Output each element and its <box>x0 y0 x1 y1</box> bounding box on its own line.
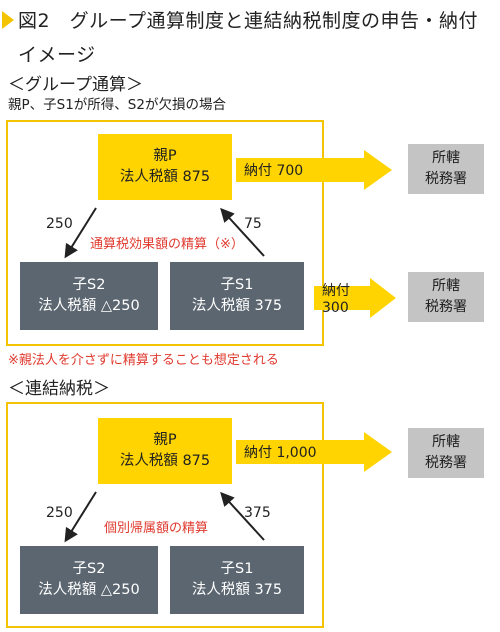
consolidated-settlement-label: 個別帰属額の精算 <box>104 521 209 536</box>
consolidated-arrow-to-s2-label: 250 <box>46 505 73 521</box>
group-child-s1-box: 子S1 法人税額 375 <box>170 262 304 330</box>
triangle-marker-icon <box>2 11 14 29</box>
group-arrow-from-s1-label: 75 <box>244 216 262 232</box>
group-settlement-label: 通算税効果額の精算（※） <box>90 237 244 252</box>
group-arrow-to-s2 <box>64 207 97 259</box>
consolidated-child-s2-tax: 法人税額 △250 <box>38 582 140 598</box>
consolidated-arrow-to-s2 <box>64 491 97 543</box>
arrow-head-icon <box>364 432 392 472</box>
group-pay-parent-label: 納付 700 <box>236 158 364 182</box>
group-child-s2-box: 子S2 法人税額 △250 <box>20 262 158 330</box>
arrow-head-icon <box>370 278 396 318</box>
group-arrow-from-s1 <box>220 207 265 257</box>
group-parent-box: 親P 法人税額 875 <box>98 134 232 200</box>
consolidated-arrow-from-s1-label: 375 <box>244 505 271 521</box>
figure-number: 図2 <box>18 10 51 32</box>
consolidated-parent-name: 親P <box>153 432 177 448</box>
consolidated-arrow-from-s1 <box>220 491 265 541</box>
group-section-heading: ＜グループ通算＞ <box>8 75 143 95</box>
group-arrow-to-s2-label: 250 <box>46 216 73 232</box>
office-line1: 所轄 <box>432 434 460 450</box>
consolidated-parent-tax: 法人税額 875 <box>119 453 211 469</box>
consolidated-child-s2-box: 子S2 法人税額 △250 <box>20 546 158 614</box>
group-parent-tax: 法人税額 875 <box>119 169 211 185</box>
group-tax-office-2: 所轄 税務署 <box>408 272 484 322</box>
figure-title-text: 図2 グループ通算制度と連結納税制度の申告・納付イメージ <box>18 4 496 72</box>
consolidated-tax-office: 所轄 税務署 <box>408 428 484 478</box>
consolidated-child-s2-name: 子S2 <box>72 561 106 577</box>
group-section-subheading: 親P、子S1が所得、S2が欠損の場合 <box>8 97 226 113</box>
office-line2: 税務署 <box>425 299 467 315</box>
arrow-head-icon <box>364 150 392 190</box>
group-child-s1-tax: 法人税額 375 <box>191 298 283 314</box>
group-parent-name: 親P <box>153 148 177 164</box>
consolidated-child-s1-box: 子S1 法人税額 375 <box>170 546 304 614</box>
figure-caption: グループ通算制度と連結納税制度の申告・納付イメージ <box>18 10 478 66</box>
group-child-s2-tax: 法人税額 △250 <box>38 298 140 314</box>
office-line1: 所轄 <box>432 278 460 294</box>
group-tax-office-1: 所轄 税務署 <box>408 144 484 194</box>
consolidated-child-s1-name: 子S1 <box>220 561 254 577</box>
consolidated-section-heading: ＜連結納税＞ <box>8 379 110 399</box>
consolidated-child-s1-tax: 法人税額 375 <box>191 582 283 598</box>
consolidated-parent-box: 親P 法人税額 875 <box>98 418 232 484</box>
group-child-s1-name: 子S1 <box>220 277 254 293</box>
office-line2: 税務署 <box>425 171 467 187</box>
office-line1: 所轄 <box>432 150 460 166</box>
office-line2: 税務署 <box>425 455 467 471</box>
group-note: ※親法人を介さずに精算することも想定される <box>8 353 279 368</box>
group-child-s2-name: 子S2 <box>72 277 106 293</box>
consolidated-pay-parent-label: 納付 1,000 <box>236 440 364 464</box>
